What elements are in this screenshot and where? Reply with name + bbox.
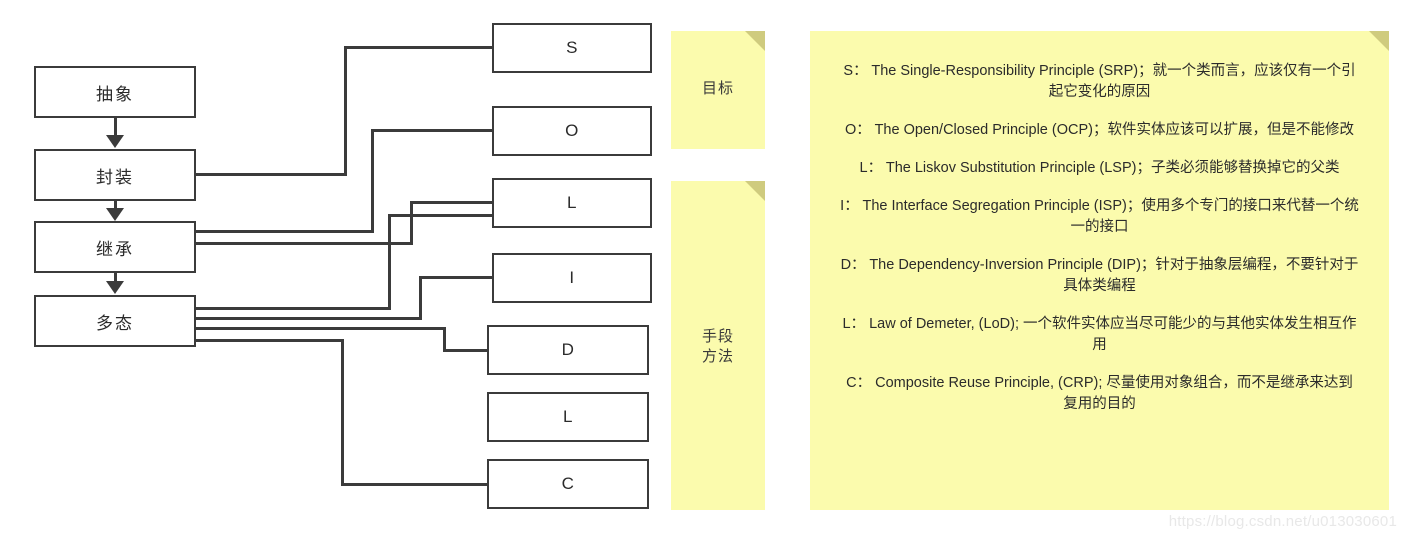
principle-box-d[interactable]: D [487, 325, 649, 375]
principle-box-label: C [561, 474, 575, 493]
pillar-label: 多态 [96, 313, 134, 333]
principle-box-label: S [566, 38, 578, 57]
principle-line-crp: C： Composite Reuse Principle, (CRP); 尽量使… [846, 375, 1353, 412]
arrow-head-inheritance-polymorphism [106, 281, 124, 294]
principle-box-label: D [561, 340, 575, 359]
principle-line-srp: S： The Single-Responsibility Principle (… [843, 63, 1356, 100]
principle-box-l-liskov[interactable]: L [492, 178, 652, 228]
principle-box-label: L [567, 193, 577, 212]
principle-line-ocp: O： The Open/Closed Principle (OCP)；软件实体应… [845, 122, 1354, 138]
connector-encapsulation-s-segment-h2 [344, 46, 494, 49]
group-note-means[interactable]: 手段 方法 [671, 181, 765, 510]
connector-polymorphism-i-segment-h1 [196, 317, 422, 320]
principle-line-lod: L： Law of Demeter, (LoD); 一个软件实体应当尽可能少的与… [842, 316, 1357, 353]
arrow-shaft-abstraction-encapsulation [114, 118, 117, 138]
principle-box-i[interactable]: I [492, 253, 652, 303]
connector-polymorphism-c-segment-h2 [341, 483, 489, 486]
connector-inheritance-o-segment-v [371, 129, 374, 232]
pillar-box-abstraction[interactable]: 抽象 [34, 66, 196, 118]
principle-line-isp: I： The Interface Segregation Principle (… [840, 198, 1359, 235]
watermark-text: https://blog.csdn.net/u013030601 [1168, 513, 1397, 530]
pillar-box-encapsulation[interactable]: 封装 [34, 149, 196, 201]
group-note-goal-label: 目标 [701, 80, 734, 97]
connector-polymorphism-d-segment-h2 [443, 349, 489, 352]
connector-inheritance-o-segment-h1 [196, 230, 374, 233]
pillar-label: 继承 [96, 239, 134, 259]
connector-polymorphism-d-segment-h1 [196, 327, 446, 330]
connector-polymorphism-d-segment-v [443, 327, 446, 351]
principle-box-label: O [565, 121, 579, 140]
connector-polymorphism-l-segment-h2 [388, 214, 494, 217]
connector-inheritance-o-segment-h2 [371, 129, 494, 132]
principle-box-label: I [569, 268, 575, 287]
principle-line-dip: D： The Dependency-Inversion Principle (D… [840, 257, 1359, 294]
connector-polymorphism-i-segment-v [419, 276, 422, 319]
connector-inheritance-l-segment-h1 [196, 242, 413, 245]
group-note-means-label-line2: 方法 [701, 348, 734, 365]
arrow-head-abstraction-encapsulation [106, 135, 124, 148]
connector-polymorphism-l-segment-v [388, 214, 391, 309]
connector-polymorphism-l-segment-h1 [196, 307, 391, 310]
connector-encapsulation-s-segment-h1 [196, 173, 347, 176]
note-fold-corner-icon [745, 181, 765, 201]
note-fold-corner-icon [1369, 31, 1389, 51]
group-note-means-label-line1: 手段 [701, 328, 734, 345]
arrow-shaft-encapsulation-inheritance [114, 201, 117, 214]
group-note-goal[interactable]: 目标 [671, 31, 765, 149]
pillar-label: 抽象 [96, 84, 134, 104]
arrow-head-encapsulation-inheritance [106, 208, 124, 221]
principle-box-c[interactable]: C [487, 459, 649, 509]
principle-box-l-demeter[interactable]: L [487, 392, 649, 442]
connector-encapsulation-s-segment-v [344, 46, 347, 175]
connector-polymorphism-c-segment-h1 [196, 339, 344, 342]
pillar-box-polymorphism[interactable]: 多态 [34, 295, 196, 347]
connector-polymorphism-i-segment-h2 [419, 276, 494, 279]
principle-line-lsp: L： The Liskov Substitution Principle (LS… [859, 160, 1340, 176]
principles-note-panel[interactable]: S： The Single-Responsibility Principle (… [810, 31, 1389, 510]
principle-box-label: L [563, 407, 573, 426]
connector-inheritance-l-segment-v [410, 201, 413, 244]
connector-polymorphism-c-segment-v [341, 339, 344, 485]
pillar-label: 封装 [96, 167, 134, 187]
arrow-shaft-inheritance-polymorphism [114, 273, 117, 287]
principle-box-s[interactable]: S [492, 23, 652, 73]
principle-box-o[interactable]: O [492, 106, 652, 156]
connector-inheritance-l-segment-h2 [410, 201, 494, 204]
note-fold-corner-icon [745, 31, 765, 51]
pillar-box-inheritance[interactable]: 继承 [34, 221, 196, 273]
